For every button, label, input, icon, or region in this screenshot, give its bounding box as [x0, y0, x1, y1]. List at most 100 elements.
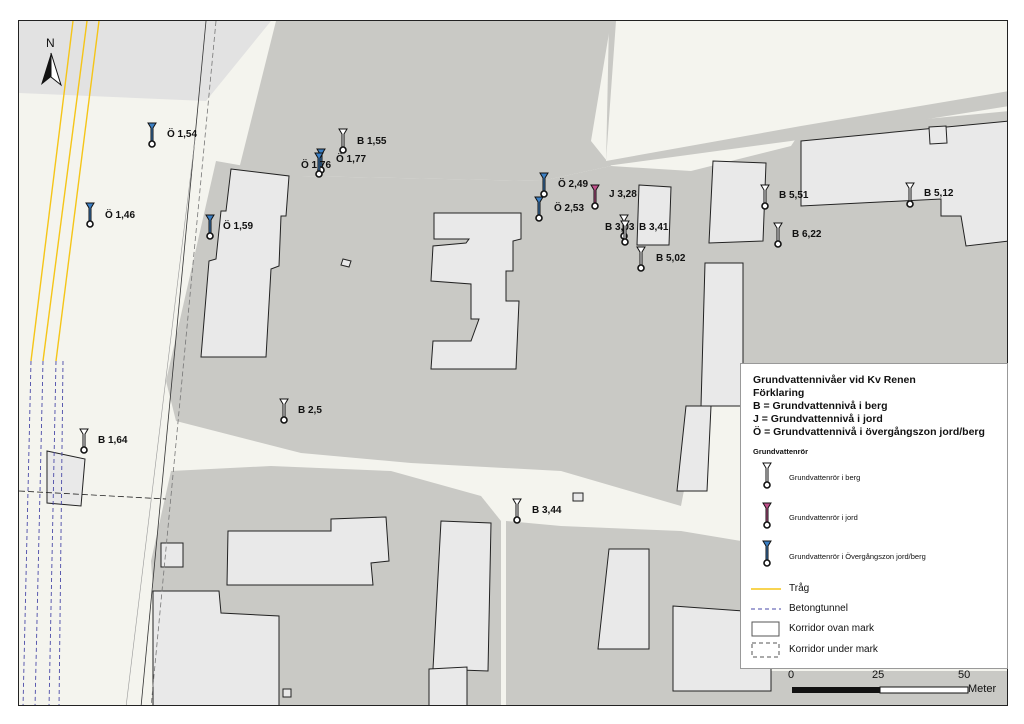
buildings: [46, 120, 1007, 705]
legend: Grundvattennivåer vid Kv Renen Förklarin…: [740, 363, 1008, 669]
building: [676, 405, 712, 492]
legend-item-pipe-jord: Grundvattenrör i jord: [741, 502, 1009, 529]
corridor-below-line: [19, 490, 167, 500]
well-berg[interactable]: B 3,44: [512, 498, 562, 524]
pipe-berg-icon: [762, 462, 772, 489]
scale-tick-50: 50: [958, 669, 971, 681]
well-pipe-icon: [79, 428, 89, 448]
legend-tunnel-label: Betongtunnel: [789, 603, 848, 614]
well-berg[interactable]: B 3,41: [620, 220, 669, 246]
building: [928, 125, 948, 145]
well-head-icon: [315, 170, 323, 178]
well-head-icon: [774, 240, 782, 248]
well-head-icon: [637, 264, 645, 272]
north-arrow-label: N: [46, 36, 55, 50]
well-head-icon: [80, 446, 88, 454]
well-pipe-icon: [147, 122, 157, 142]
scale-bar: 0 25 50 Meter: [788, 669, 1010, 702]
corridors: [19, 21, 217, 705]
corridor-line: [125, 130, 197, 705]
well-head-icon: [86, 220, 94, 228]
scale-tick-25: 25: [872, 669, 885, 681]
well-label: B 5,02: [656, 253, 686, 264]
well-label: B 5,51: [779, 190, 809, 201]
building: [432, 520, 492, 672]
well-berg[interactable]: B 2,5: [279, 398, 322, 424]
legend-item-corr-above: Korridor ovan mark: [741, 620, 1009, 642]
well-berg[interactable]: B 5,12: [905, 182, 954, 208]
well-label: Ö 1,59: [223, 219, 253, 232]
well-overgang[interactable]: Ö 1,46: [85, 202, 135, 228]
building: [160, 542, 184, 568]
well-pipe-icon: [512, 498, 522, 518]
well-label: Ö 1,77: [336, 152, 366, 165]
legend-item-pipe-berg: Grundvattenrör i berg: [741, 462, 1009, 489]
well-berg[interactable]: B 5,02: [636, 246, 686, 272]
well-label: Ö 1,46: [105, 208, 135, 221]
well-overgang[interactable]: Ö 1,54: [147, 122, 197, 148]
legend-line-j: J = Grundvattennivå i jord: [753, 413, 883, 425]
building: [340, 258, 352, 268]
well-label: Ö 1,54: [167, 127, 197, 140]
well-berg[interactable]: B 1,64: [79, 428, 128, 454]
legend-trag-label: Tråg: [789, 583, 810, 594]
legend-line-o: Ö = Grundvattennivå i övergångszon jord/…: [753, 426, 985, 438]
pipe-jord-icon: [762, 502, 772, 529]
well-overgang[interactable]: Ö 1,59: [205, 214, 253, 240]
well-overgang[interactable]: Ö 1,77: [314, 152, 366, 178]
well-berg[interactable]: B 6,22: [773, 222, 822, 248]
legend-item-trag: Tråg: [741, 580, 1009, 602]
well-head-icon: [148, 140, 156, 148]
well-head-icon: [280, 416, 288, 424]
well-overgang[interactable]: Ö 2,53: [534, 196, 584, 222]
well-berg[interactable]: B 1,55: [338, 128, 387, 154]
legend-item-corr-below: Korridor under mark: [741, 641, 1009, 663]
grey-block-main: [166, 111, 1007, 506]
legend-pipe-jord-label: Grundvattenrör i jord: [789, 513, 858, 522]
well-label: B 6,22: [792, 229, 822, 240]
well-label: B 3,03: [605, 222, 635, 233]
legend-corr-below-label: Korridor under mark: [789, 644, 878, 655]
building: [152, 590, 280, 705]
legend-corr-above-label: Korridor ovan mark: [789, 623, 875, 634]
building: [46, 450, 86, 507]
corridor-above-icon: [751, 621, 780, 637]
well-head-icon: [339, 146, 347, 154]
trag-lines: [30, 21, 100, 362]
well-head-icon: [621, 238, 629, 246]
building: [200, 168, 290, 358]
legend-explanation: Förklaring: [753, 387, 805, 399]
well-label: B 1,55: [357, 136, 387, 147]
well-head-icon: [591, 202, 599, 210]
light-block-top-left: [19, 21, 271, 101]
well-label: B 3,44: [532, 505, 562, 516]
well-head-icon: [540, 190, 548, 198]
building: [800, 120, 1007, 247]
scale-tick-0: 0: [788, 669, 795, 681]
scale-bar-graphic: [792, 686, 969, 694]
tunnel-lines: [22, 360, 64, 705]
building: [430, 212, 522, 370]
well-head-icon: [761, 202, 769, 210]
well-label: B 5,12: [924, 188, 954, 199]
well-jord[interactable]: J 3,28: [590, 184, 637, 210]
legend-section-title: Grundvattenrör: [753, 447, 809, 456]
well-overgang[interactable]: Ö 2,49: [539, 172, 588, 198]
well-label: Ö 2,53: [554, 201, 584, 214]
well-berg[interactable]: B 5,51: [760, 184, 809, 210]
well-label: J 3,28: [609, 189, 637, 200]
building: [708, 160, 767, 244]
wells-layer: Ö 1,54B 1,55Ö 1,76Ö 1,77Ö 1,46Ö 1,59Ö 2,…: [79, 122, 954, 524]
well-label: Ö 2,49: [558, 177, 588, 190]
building: [282, 688, 292, 698]
well-head-icon: [535, 214, 543, 222]
corridor-line: [150, 21, 217, 705]
building: [428, 666, 468, 705]
map-canvas[interactable]: N Ö 1,54B 1,55Ö 1,76Ö 1,77Ö 1,46Ö 1,59Ö …: [19, 21, 1008, 706]
legend-item-pipe-overgang: Grundvattenrör i Övergångszon jord/berg: [741, 540, 1009, 567]
legend-pipe-overgang-label: Grundvattenrör i Övergångszon jord/berg: [789, 552, 926, 561]
trag-line-icon: [751, 588, 781, 590]
tunnel-line-icon: [751, 608, 781, 610]
building: [572, 492, 584, 502]
well-pipe-icon: [85, 202, 95, 222]
